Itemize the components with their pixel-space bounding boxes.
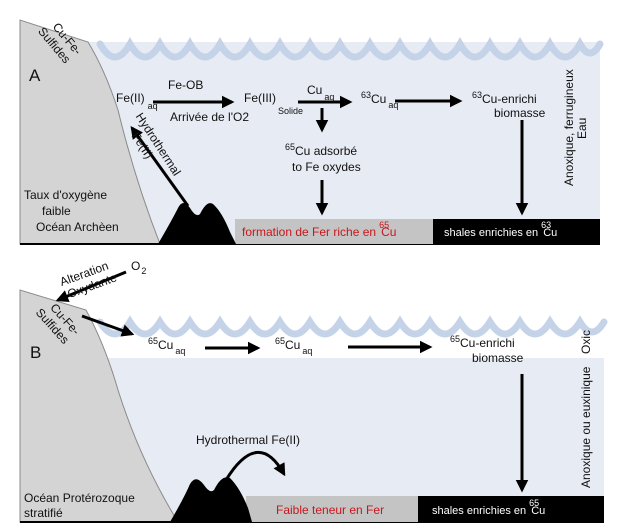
panel-a-sediment-grey <box>235 219 433 244</box>
fe3-label: Fe(III) <box>244 91 276 105</box>
panel-a-hydrothermal-vent <box>158 203 236 244</box>
anoxic-euxinic-label: Anoxique ou euxinique <box>579 366 593 488</box>
panel-b-sediment-grey <box>246 496 418 522</box>
biomass-a-label: biomasse <box>494 106 546 120</box>
panel-a: A Cu-Fe- Sulfides Fe(II)aq Fe-OB Fe(III)… <box>19 19 604 245</box>
archean-ocean-label: Taux d'oxygène faible Océan Archèen <box>24 188 119 234</box>
hydrothermal-fe2-b-label: Hydrothermal Fe(II) <box>196 433 300 447</box>
arrow-hydrothermal-fe2 <box>130 125 190 207</box>
panel-b-surface-waves <box>96 315 608 338</box>
panel-b-continental-slope <box>19 289 179 523</box>
panel-b-letter: B <box>30 343 41 362</box>
panel-b-hydrothermal-vent <box>170 477 252 522</box>
panel-a-water <box>88 42 600 244</box>
cu65-adsorbed-label: 65Cu adsorbé <box>285 142 357 158</box>
fe-oxides-label: to Fe oxydes <box>292 160 361 174</box>
cu65-enriched-label: 65Cu-enrichi <box>450 334 515 350</box>
arrow-hydrothermal-arc <box>224 451 286 481</box>
solide-label: Solide <box>278 106 303 116</box>
arrivee-o2-label: Arrivée de l'O2 <box>170 110 249 124</box>
panel-a-sediment-black <box>433 219 600 244</box>
proterozoic-ocean-label: Océan Protérozoque stratifié <box>24 491 138 520</box>
anoxic-ferruginous-label: Anoxique, ferrugineux Eau <box>562 66 589 186</box>
panel-b-sediment-black <box>418 496 604 522</box>
arrow-sulfides-to-65cu <box>81 314 135 337</box>
panel-a-surface-waves <box>96 36 604 61</box>
arrow-oxidative-alteration <box>55 270 127 302</box>
cu63-enriched-label: 63Cu-enrichi <box>472 90 537 106</box>
fe-ob-label: Fe-OB <box>168 78 203 92</box>
oxic-label: Oxic <box>579 330 593 354</box>
biomass-b-label: biomasse <box>472 351 524 365</box>
low-iron-label: Faible teneur en Fer <box>276 503 384 517</box>
fe2-aq-label: Fe(II)aq <box>116 91 158 111</box>
panel-a-letter: A <box>29 66 41 85</box>
o2-label: O2 <box>131 259 146 276</box>
panel-b: B O2 Alteration Oxydante Cu-Fe- Sulfides… <box>19 258 608 523</box>
panel-a-continental-slope <box>19 19 161 245</box>
